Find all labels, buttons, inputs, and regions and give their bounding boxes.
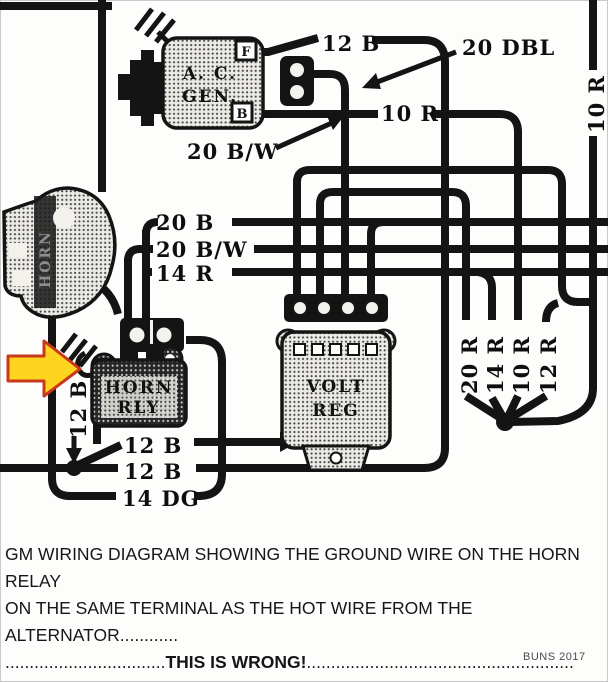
label-14dg: 14 DG — [122, 486, 200, 511]
label-14r-vertical: 14 R — [483, 336, 508, 394]
horn: HORN — [2, 186, 117, 319]
generator-pulley-1 — [130, 60, 141, 116]
relay-terminal-2 — [146, 344, 164, 362]
horn-body — [2, 186, 117, 319]
label-12b-first: 12 B — [124, 433, 182, 458]
label-12b-second: 12 B — [124, 459, 182, 484]
vr-terminal-row — [293, 343, 378, 356]
arrowhead-20bw — [327, 116, 344, 130]
label-20b: 20 B — [156, 210, 214, 235]
label-14r: 14 R — [156, 261, 214, 286]
vr-label-2: REG — [312, 401, 360, 421]
generator-label-2: GEN. — [182, 87, 238, 107]
wire-12r-fan — [506, 392, 549, 423]
caption: GM WIRING DIAGRAM SHOWING THE GROUND WIR… — [5, 541, 603, 676]
terminal-f-box — [234, 39, 258, 62]
credit-text: BUNS 2017 — [523, 651, 586, 663]
bundle-dot — [496, 413, 514, 431]
voltage-regulator: VOLT REG — [275, 328, 397, 472]
horn-notch-2 — [13, 270, 31, 286]
wire-f-diagonal — [256, 34, 320, 56]
caption-bold-text: THIS IS WRONG! — [165, 652, 307, 672]
generator-pulley-3 — [154, 62, 165, 114]
caption-dots-right: ........................................… — [306, 652, 574, 672]
wiring-harness — [0, 0, 608, 500]
caption-line-3: .................................THIS IS… — [5, 649, 603, 676]
wire-12r-hook — [542, 299, 560, 323]
highlight-arrow — [6, 339, 82, 398]
label-20bw-gen: 20 B/W — [187, 139, 279, 164]
wire-10r — [432, 110, 522, 320]
wire-14r-drop — [477, 268, 496, 320]
label-10r-mid: 10 R — [381, 101, 439, 126]
vr-ground-hole — [329, 451, 343, 465]
horn-notch-1 — [9, 243, 27, 257]
caption-dots-left: ................................. — [5, 652, 166, 672]
wire-right-edge — [509, 136, 597, 426]
horn-relay: HORN RLY — [90, 344, 188, 428]
generator-connector — [280, 56, 314, 106]
wire-field-dbl — [312, 70, 349, 294]
wire-vr1-loop — [293, 166, 593, 306]
horn-hole — [53, 207, 75, 229]
relay-label-1: HORN — [105, 378, 174, 398]
label-12r-vertical: 12 R — [536, 336, 561, 394]
terminal-b-box — [230, 101, 254, 124]
wire-12b-main — [196, 36, 449, 472]
generator-pulley-nub — [118, 74, 132, 100]
relay-label-2: RLY — [117, 398, 160, 418]
label-10r-vertical: 10 R — [509, 336, 534, 394]
caption-line-1: GM WIRING DIAGRAM SHOWING THE GROUND WIR… — [5, 544, 580, 591]
vr-connector — [284, 294, 388, 322]
terminal-b-label: B — [237, 107, 248, 122]
horn-bracket — [34, 196, 56, 308]
wire-12b1-diagonal — [74, 441, 123, 470]
terminal-f-label: F — [241, 45, 251, 60]
arrowhead-20dbl — [362, 73, 381, 89]
arrow-line-20dbl — [371, 49, 457, 87]
label-20r-vertical: 20 R — [457, 336, 482, 394]
label-12b-top: 12 B — [322, 31, 380, 56]
label-20bw: 20 B/W — [156, 237, 248, 262]
horn-relay-connector — [120, 318, 184, 352]
ac-generator: A. C. GEN. F B — [118, 36, 265, 130]
label-12b-left-vertical: 12 B — [66, 380, 91, 438]
vr-label-1: VOLT — [306, 377, 366, 397]
label-20dbl: 20 DBL — [462, 35, 555, 60]
generator-pulley-2 — [141, 50, 154, 126]
wire-14dg-relay — [186, 336, 226, 500]
diagram-canvas: A. C. GEN. F B HORN HORN R — [0, 0, 608, 511]
caption-line-2: ON THE SAME TERMINAL AS THE HOT WIRE FRO… — [5, 598, 473, 645]
generator-label-1: A. C. — [182, 64, 237, 84]
arrow-line-20bw — [274, 119, 336, 151]
label-10r-right-vertical: 10 R — [584, 75, 608, 133]
arrowhead-12b-vert — [66, 448, 82, 464]
wire-20r-fan — [463, 392, 505, 423]
wire-vr4 — [367, 218, 385, 294]
horn-label: HORN — [38, 230, 54, 288]
relay-label-patch — [101, 376, 177, 418]
wire-horn-drop — [48, 296, 116, 500]
wire-vr2-20r — [316, 188, 470, 320]
